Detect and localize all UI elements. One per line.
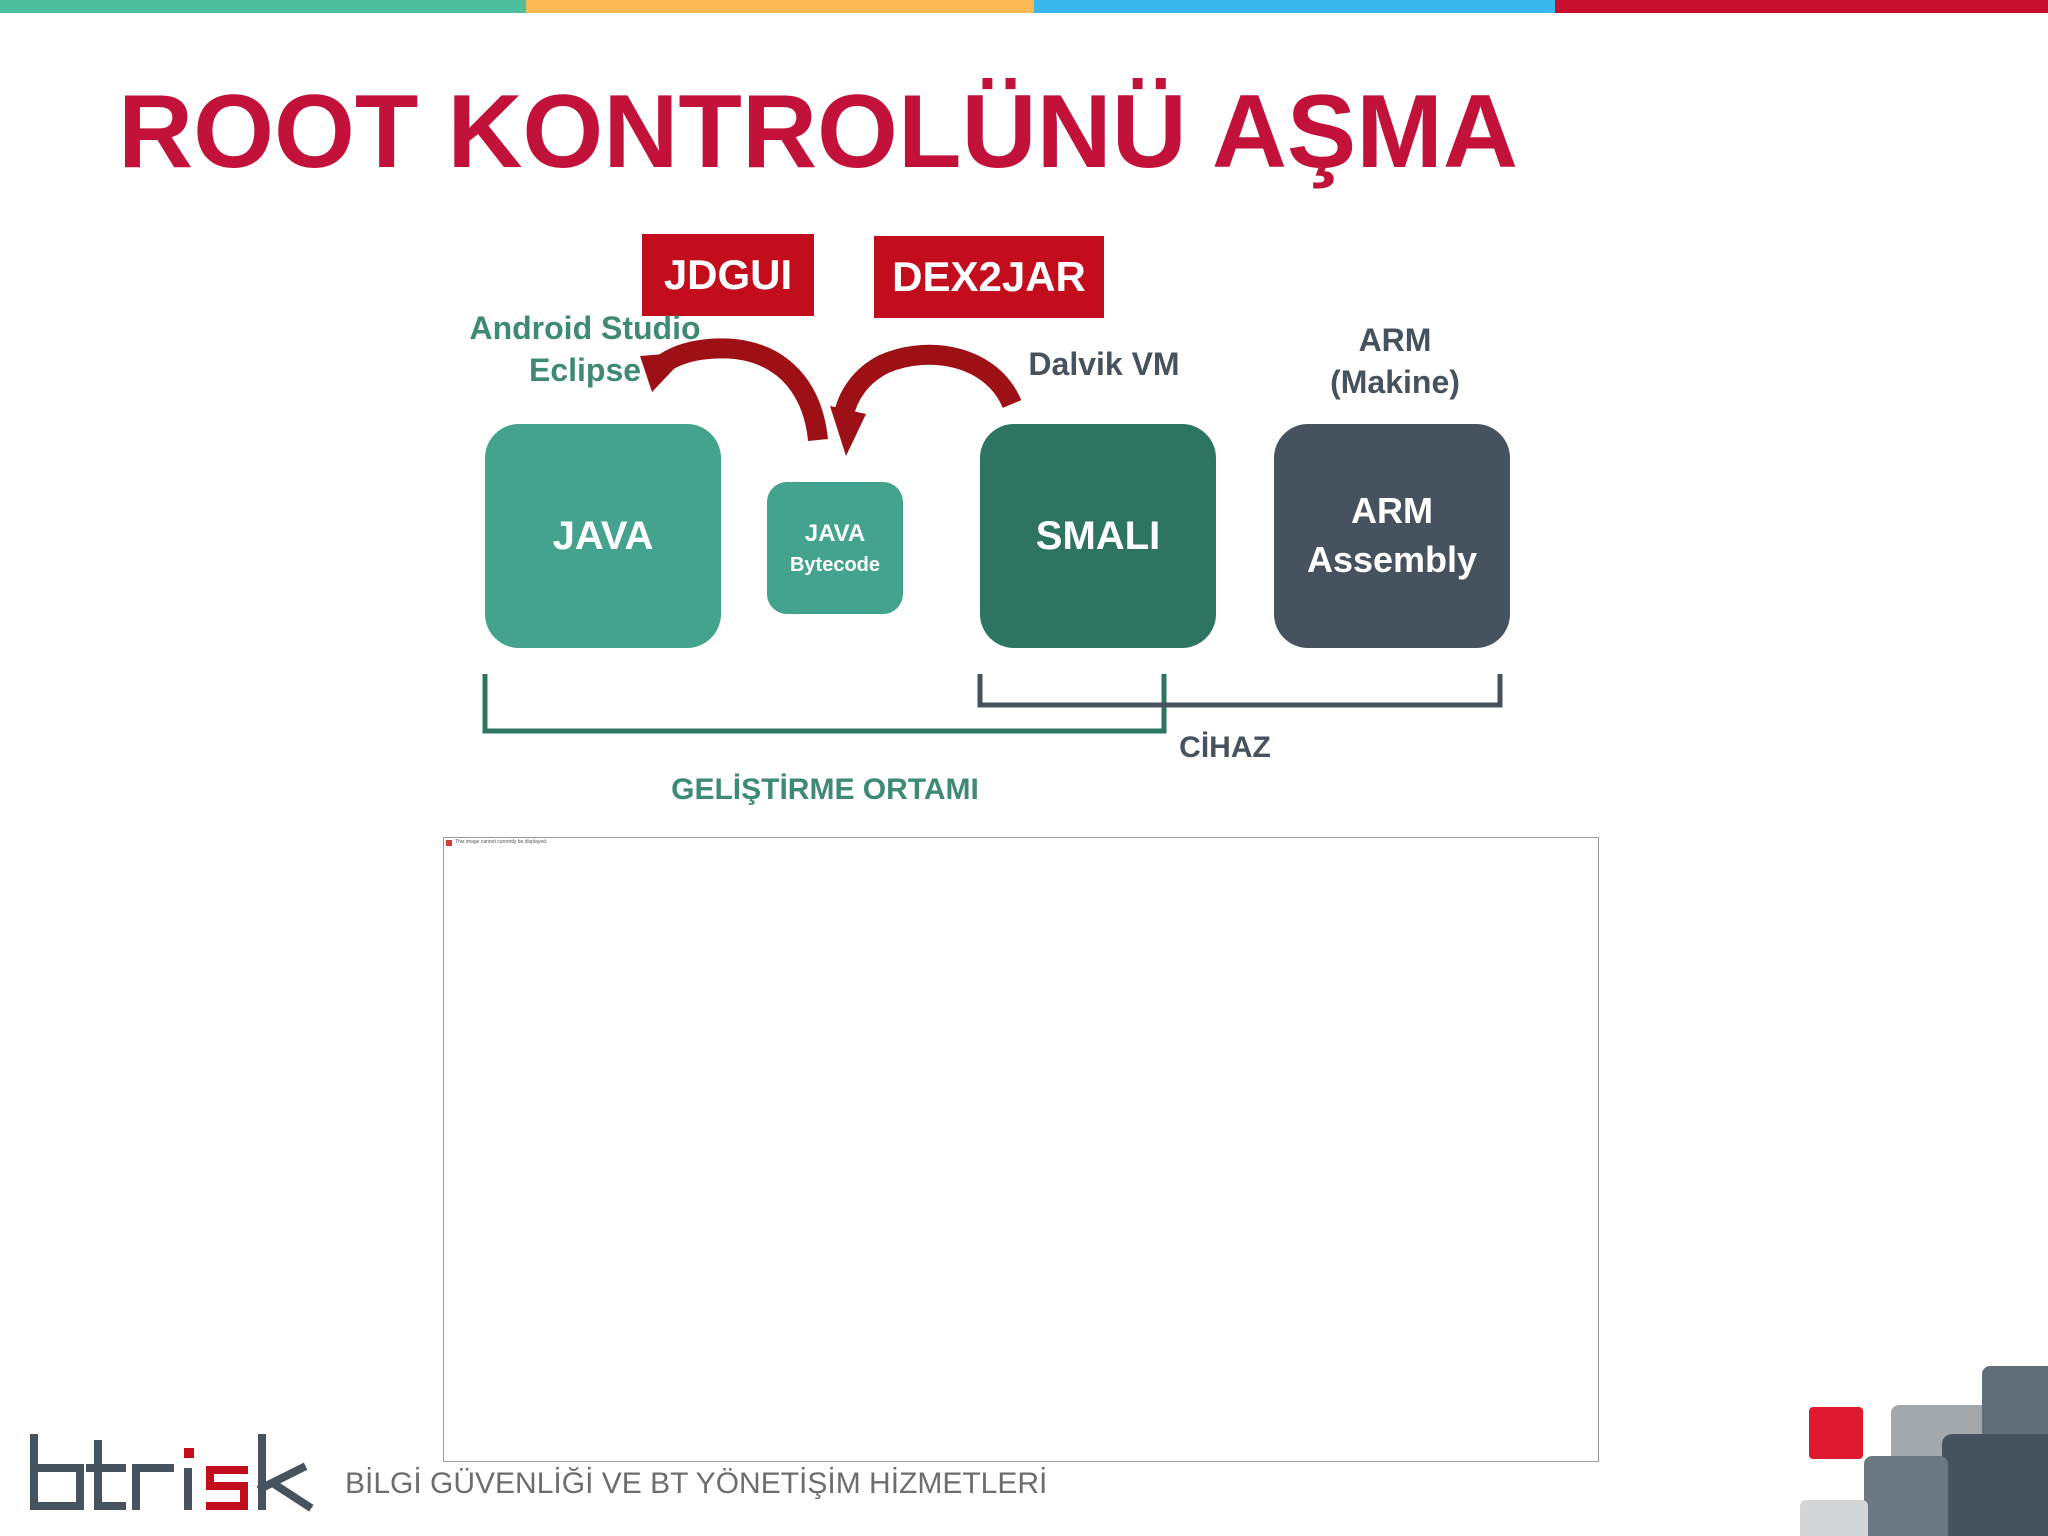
jdgui-arrow — [640, 338, 828, 442]
dalvik-vm-label: Dalvik VM — [1028, 346, 1180, 382]
cihaz-label: CİHAZ — [1179, 731, 1271, 764]
arm-machine-label: ARM (Makine) — [1295, 320, 1495, 403]
android-studio-label: Android Studio Eclipse — [460, 308, 710, 391]
slide-title: ROOT KONTROLÜNÜ AŞMA — [118, 74, 1519, 190]
arm-assembly-label-line1: ARM — [1351, 490, 1433, 532]
dex2jar-tag: DEX2JAR — [874, 236, 1104, 318]
arm-assembly-box: ARM Assembly — [1274, 424, 1510, 648]
java-box-label: JAVA — [552, 513, 654, 558]
strip-segment-blue — [1034, 0, 1555, 13]
btrisk-logo: btrisk — [30, 1434, 314, 1512]
top-color-strip — [0, 0, 2048, 13]
arm-assembly-label-line2: Assembly — [1306, 539, 1478, 580]
android-studio-text: Android Studio — [469, 310, 701, 346]
strip-segment-red — [1555, 0, 2048, 13]
image-placeholder: This image cannot currently be displayed… — [443, 837, 1599, 1462]
strip-segment-orange — [526, 0, 1034, 13]
decor-square-pale — [1800, 1500, 1868, 1536]
arm-text: ARM — [1358, 322, 1432, 358]
dex2jar-arrow — [830, 344, 1022, 456]
broken-image-icon — [446, 840, 452, 846]
eclipse-text: Eclipse — [528, 351, 642, 388]
decor-red-square — [1809, 1407, 1863, 1459]
jdgui-tag: JDGUI — [642, 234, 814, 316]
footer-tagline: BİLGİ GÜVENLİĞİ VE BT YÖNETİŞİM HİZMETLE… — [345, 1467, 1048, 1500]
strip-segment-green — [0, 0, 526, 13]
decor-square-gray-top — [1982, 1366, 2048, 1436]
makine-text: (Makine) — [1330, 363, 1460, 400]
gelistirme-ortami-label: GELİŞTİRME ORTAMI — [671, 773, 979, 806]
java-box: JAVA — [485, 424, 721, 648]
smali-box: SMALI — [980, 424, 1216, 648]
decor-square-dark — [1942, 1434, 2048, 1536]
placeholder-message: This image cannot currently be displayed… — [455, 839, 548, 845]
java-bytecode-label-line1: JAVA — [804, 520, 866, 548]
java-bytecode-label-line2: Bytecode — [789, 553, 881, 576]
cihaz-bracket — [977, 674, 1503, 708]
decor-square-mid — [1864, 1456, 1948, 1536]
java-bytecode-box: JAVA Bytecode — [767, 482, 903, 614]
smali-box-label: SMALI — [1035, 513, 1161, 558]
